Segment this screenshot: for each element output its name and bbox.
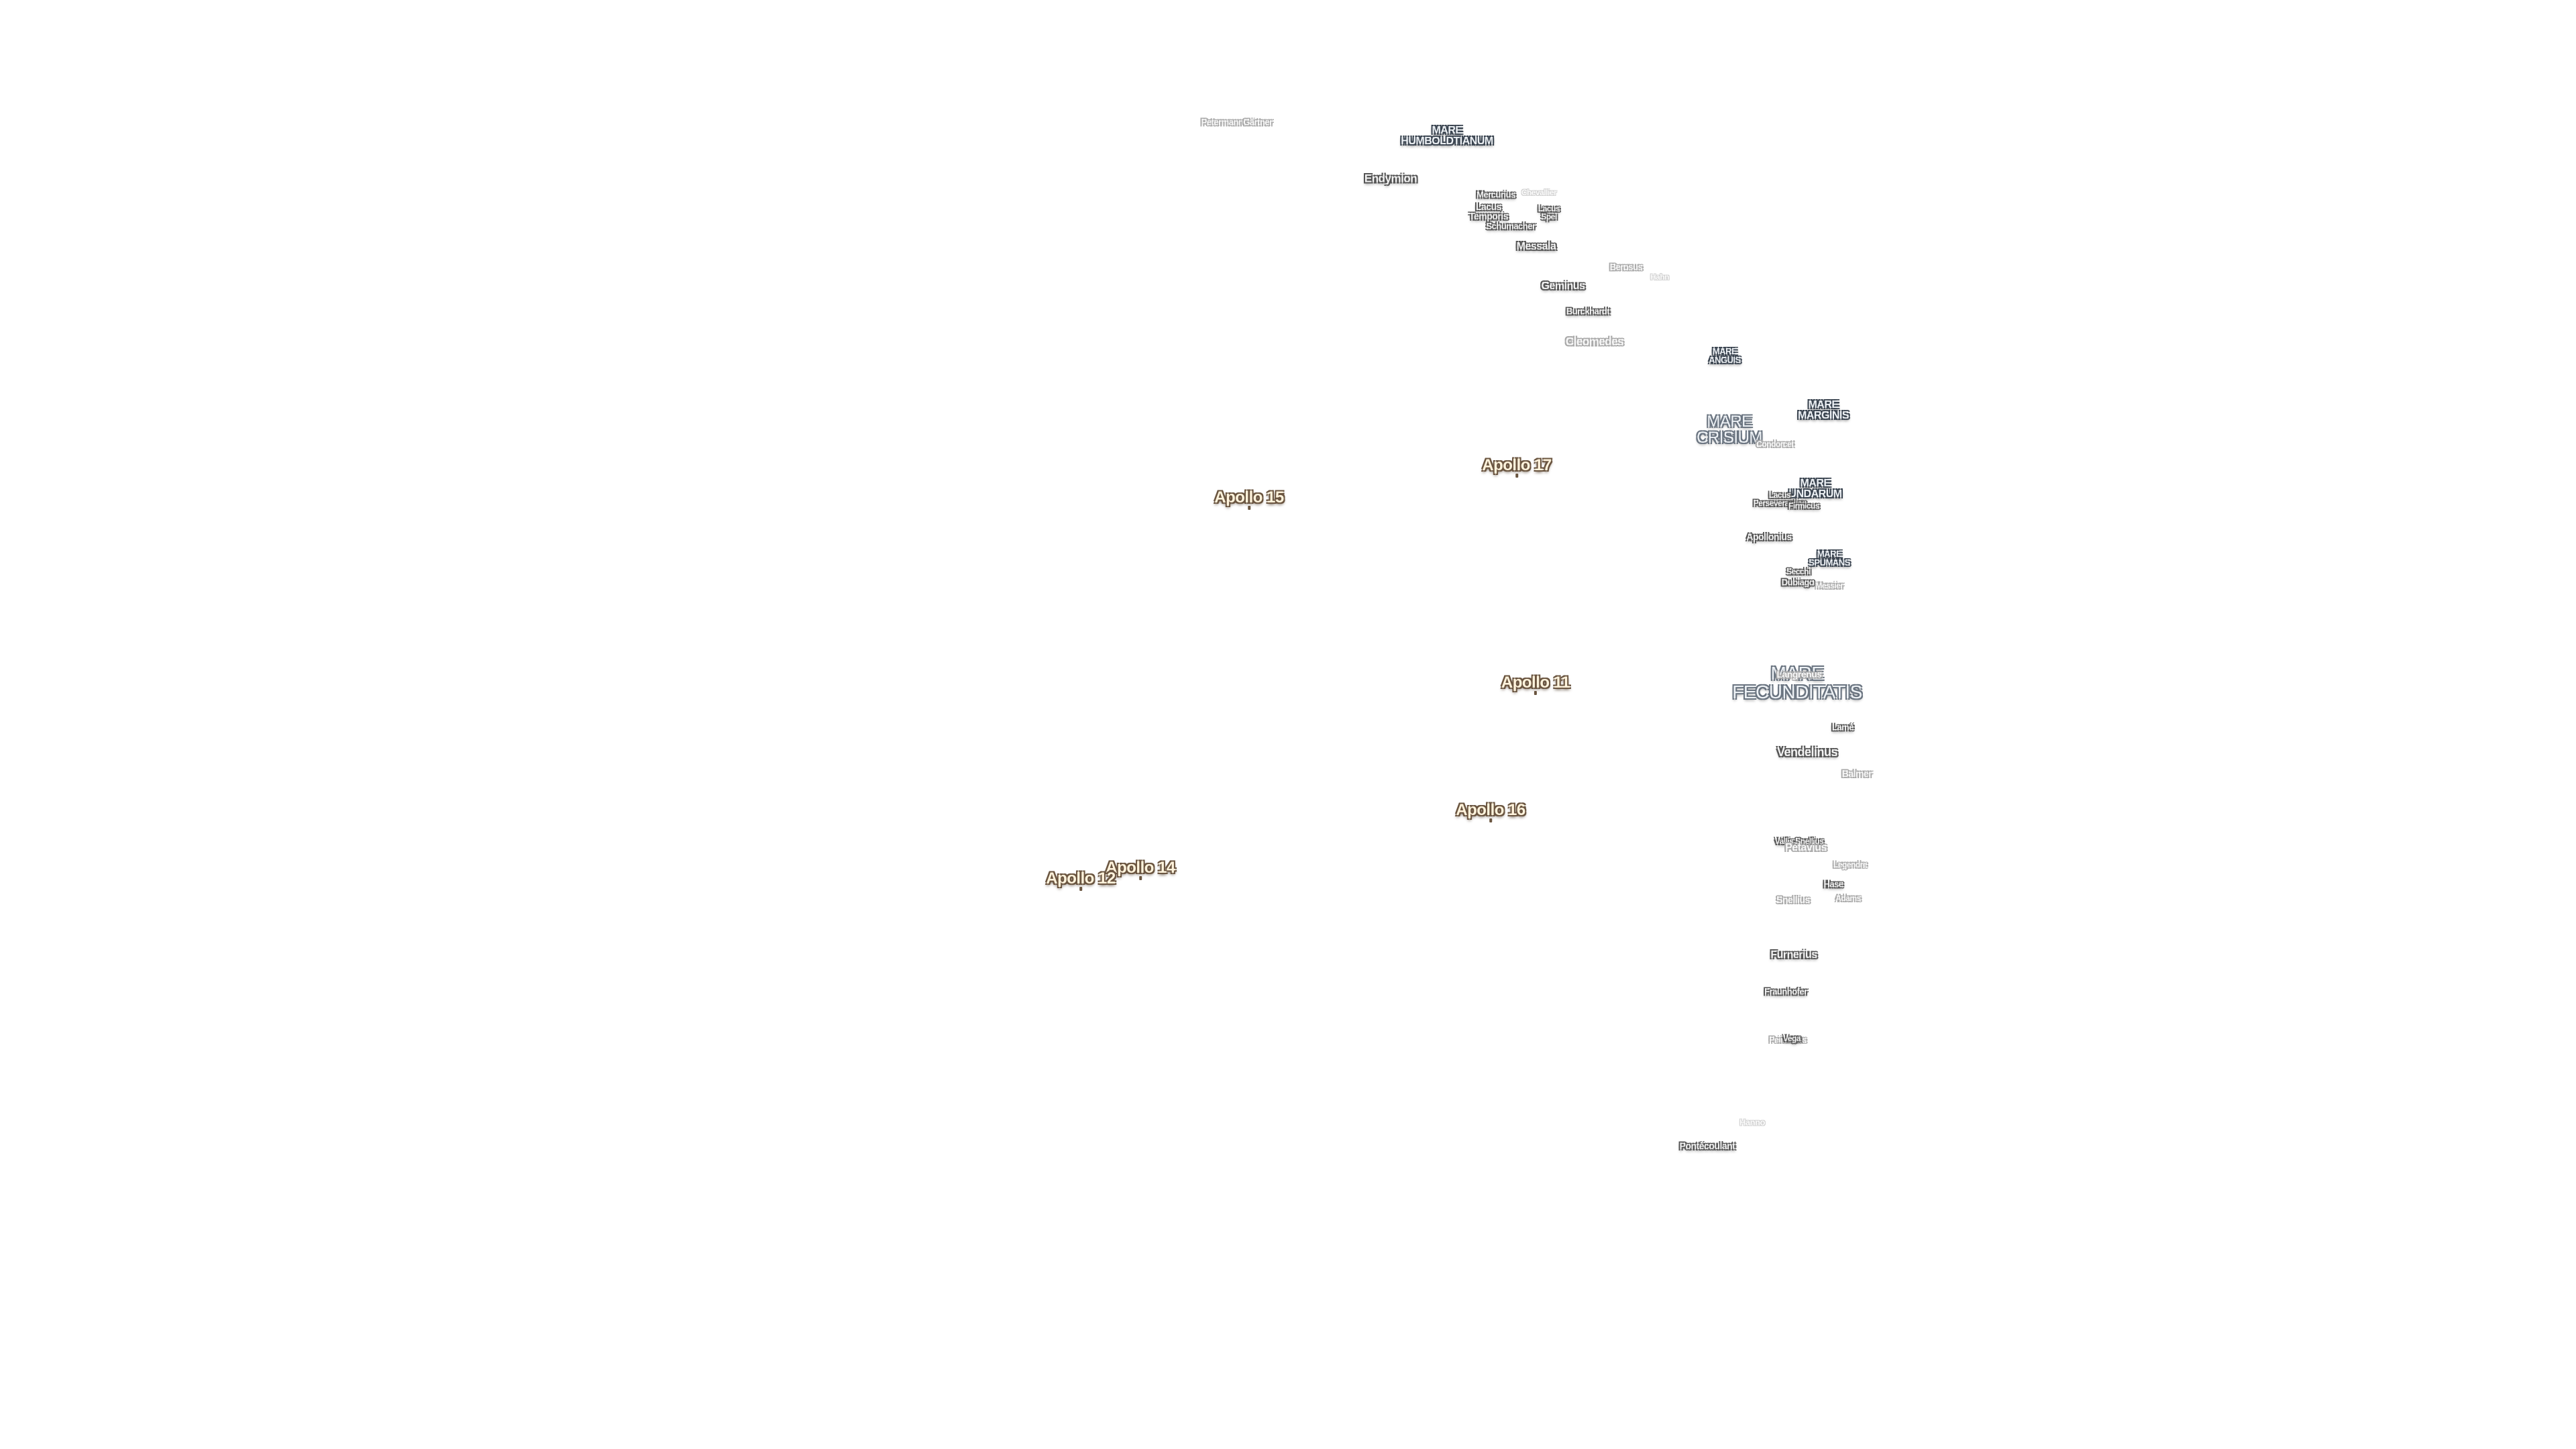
apollo-15-pin-icon	[1247, 506, 1250, 510]
apollo-11-marker[interactable]: Apollo 11	[1501, 674, 1570, 695]
crater-vega-label: Vega	[1782, 1034, 1801, 1043]
crater-dubiago-label: Dubiago	[1781, 577, 1815, 588]
crater-hahn-label: Hahn	[1650, 272, 1670, 282]
crater-langrenus-label: Langrenus	[1776, 669, 1822, 680]
crater-mercurius-label: Mercurius	[1477, 189, 1515, 200]
apollo-14-marker[interactable]: Apollo 14	[1106, 859, 1175, 880]
crater-cleomedes-label: Cleomedes	[1565, 335, 1624, 348]
apollo-12-pin-icon	[1079, 887, 1082, 891]
apollo-11-pin-icon	[1534, 691, 1537, 695]
crater-berosus-label: Berosus	[1609, 262, 1643, 272]
crater-petavius-label: Petavius	[1785, 842, 1827, 853]
mare-undarum-label: MARE UNDARUM	[1788, 478, 1842, 500]
apollo-16-marker[interactable]: Apollo 16	[1456, 801, 1525, 822]
crater-legendre-label: Legendre	[1833, 860, 1868, 869]
apollo-17-marker[interactable]: Apollo 17	[1482, 456, 1552, 478]
crater-condorcet-label: Condorcet	[1756, 439, 1794, 449]
crater-adams-label: Adams	[1835, 894, 1861, 903]
apollo-11-label: Apollo 11	[1501, 674, 1570, 692]
crater-hase-label: Hase	[1823, 879, 1843, 890]
crater-geminus-label: Geminus	[1541, 280, 1585, 292]
crater-furnerius-label: Furnerius	[1770, 949, 1817, 961]
mare-marginis-label: MARE MARGINIS	[1798, 399, 1849, 421]
crater-peirescius-label: Peirescius	[1769, 1035, 1807, 1044]
mare-crisium-label: MARE CRISIUM	[1697, 413, 1762, 447]
mare-anguis-label: MARE ANGUIS	[1709, 346, 1741, 365]
mare-spumans-label: MARE SPUMANS	[1809, 549, 1850, 568]
crater-lame-label: Lamé	[1832, 722, 1854, 733]
mare-fecunditatis-label: MARE FECUNDITATIS	[1732, 663, 1862, 702]
apollo-16-pin-icon	[1489, 818, 1492, 822]
apollo-15-label: Apollo 15	[1214, 488, 1284, 506]
crater-apollonius-label: Apollonius	[1746, 531, 1792, 542]
apollo-12-marker[interactable]: Apollo 12	[1046, 869, 1116, 891]
crater-vendelinus-label: Vendelinus	[1776, 745, 1838, 759]
crater-pontecoulant-label: Pontécoulant	[1679, 1140, 1735, 1151]
crater-messala-label: Messala	[1516, 241, 1556, 252]
lacus-temporis-label: Lacus Temporis	[1469, 201, 1508, 221]
crater-chevallier-label: Chevallier	[1521, 188, 1557, 197]
apollo-17-pin-icon	[1515, 474, 1518, 478]
crater-burckhardt-label: Burckhardt	[1566, 306, 1610, 317]
crater-firmicus-label: Firmicus	[1788, 501, 1820, 511]
crater-fraunhofer-label: Fraunhofer	[1764, 986, 1807, 997]
crater-snellius-label: Snellius	[1776, 894, 1810, 905]
apollo-17-label: Apollo 17	[1482, 456, 1552, 474]
crater-messier-label: Messier	[1815, 581, 1843, 590]
lacus-perseverantiae-label: Lacus Perseverantiae	[1753, 490, 1807, 508]
apollo-14-pin-icon	[1138, 876, 1142, 880]
crater-hanno-label: Hanno	[1739, 1117, 1765, 1128]
crater-gartner-label: Gärtner	[1243, 117, 1273, 127]
lacus-spei-label: Lacus Spei	[1538, 204, 1560, 221]
apollo-12-label: Apollo 12	[1046, 869, 1116, 888]
apollo-16-label: Apollo 16	[1456, 801, 1525, 819]
crater-balmer-label: Balmer	[1841, 768, 1872, 779]
apollo-14-label: Apollo 14	[1106, 859, 1175, 877]
crater-endymion-label: Endymion	[1364, 172, 1417, 185]
mare-humboldtianum-label: MARE HUMBOLDTIANUM	[1401, 125, 1493, 147]
crater-schumacher-label: Schumacher	[1486, 221, 1536, 231]
crater-petermann-label: Petermann	[1201, 117, 1244, 127]
vallis-snellius-label: Vallis Snellius	[1774, 837, 1824, 846]
apollo-15-marker[interactable]: Apollo 15	[1214, 488, 1284, 510]
crater-secchi-label: Secchi	[1786, 567, 1811, 576]
